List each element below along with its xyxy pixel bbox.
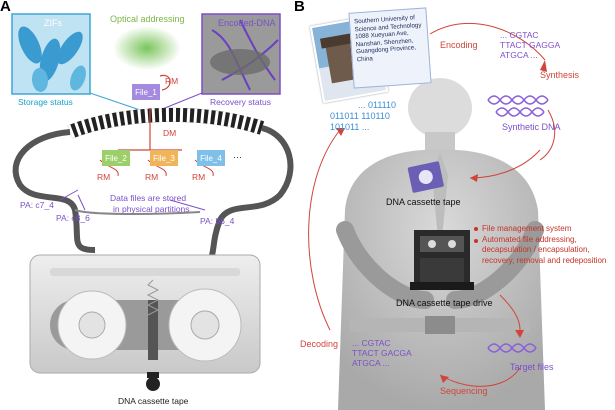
rm-label-top: RM [165,76,179,86]
storage-status-label: Storage status [18,97,73,107]
recovery-status-label: Recovery status [210,97,271,107]
rm-label-file4: RM [192,172,206,182]
partition-note-line1: Data files are stored [110,193,187,203]
file-2-box: File_2 [102,150,130,166]
file-4-box: File_4 [197,150,225,166]
encoding-label: Encoding [440,40,478,50]
files-ellipsis: ··· [233,152,242,162]
decoding-arrow [308,129,341,331]
pa-c8-6: PA: c8_6 [56,213,90,223]
dna-sequence-top: ... CGTAC TTACT GAGGA ATGCA ... [500,30,561,60]
tape-drive-icon [410,230,474,290]
address-card: Southern University of Science and Techn… [348,7,432,89]
chest-cassette-icon [407,161,444,193]
cassette-caption: DNA cassette tape [118,396,189,406]
zif-crystals-icon [18,26,86,92]
encoding-arrow [429,22,546,61]
cassette-icon [29,254,261,391]
synthetic-dna-icon [487,95,549,117]
bullet-4: recovery, removal and redeposition [482,255,607,265]
cassette-tape-label: DNA cassette tape [386,197,461,207]
target-dna-icon [487,343,537,353]
dna-sequence-bottom: ... CGTAC TTACT GACGA ATGCA ... [352,338,412,368]
optical-glow [113,26,181,70]
pa-c7-4: PA: c7_4 [20,200,54,210]
rm-label-file3: RM [145,172,159,182]
binary-data: ... 011110 011011 110110 101011 ... [330,100,397,132]
file-1-box: File_1 [132,84,160,100]
panel-b-letter: B [294,0,305,15]
decoding-label: Decoding [300,339,339,349]
panel-a-letter: A [0,0,11,15]
synthetic-dna-label: Synthetic DNA [502,122,561,132]
tape-drive-label: DNA cassette tape drive [396,298,493,308]
file-3-box: File_3 [150,150,178,166]
bullet-2: Automated file addressing, [482,234,577,244]
dm-label: DM [163,128,177,138]
bullet-3: decapsulation / encapsulation, [482,245,590,254]
encoded-dna-label: Encoded-DNA [218,18,276,28]
synthesis-label: Synthesis [540,70,580,80]
pa-b6-4: PA: b6_4 [200,216,235,226]
rm-label-file2: RM [97,172,111,182]
partition-note-line2: in physical partitions [113,204,190,214]
target-files-label: Target files [510,362,554,372]
zifs-label: ZIFs [44,18,62,28]
feature-bullets: File management system Automated file ad… [482,224,606,266]
sequencing-label: Sequencing [440,386,488,396]
optical-addressing-label: Optical addressing [110,14,185,24]
bullet-1: File management system [482,224,572,233]
